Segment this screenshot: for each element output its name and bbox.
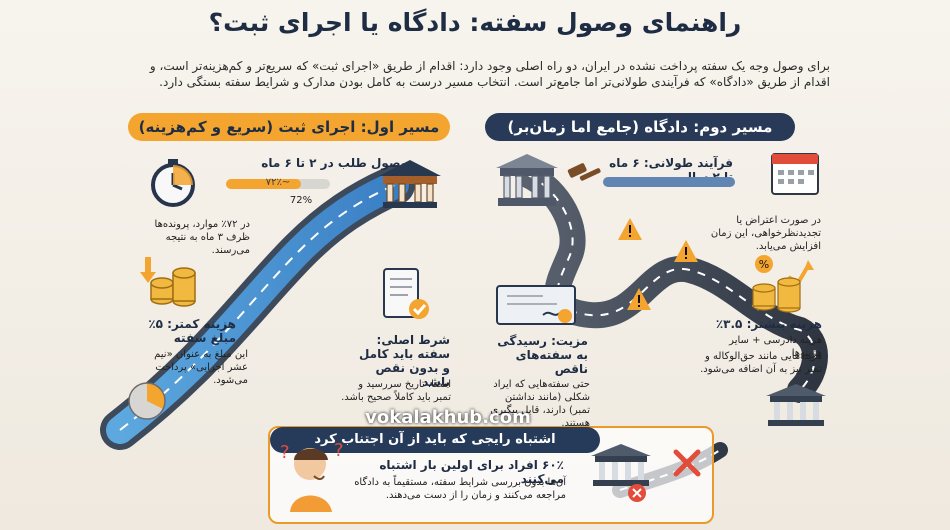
confused-person-icon: ? ? [274,436,346,516]
warning-note: آن‌ها بدون بررسی شرایط سفته، مستقیماً به… [354,477,566,501]
route-one-heading: مسیر اول: اجرای ثبت (سریع و کم‌هزینه) [128,113,450,141]
coins-icon [148,255,200,313]
route-two-cost-subtitle: هزینه دادرسی + سایر هزینه‌ها [729,335,822,359]
route-one-progress-text: 72% [289,195,313,206]
warning-title: ۶۰٪ افراد برای اولین بار اشتباه می‌کنند [379,458,564,486]
cancel-circle-icon [626,482,648,504]
warning-icon [616,216,644,244]
route-one-cost-note: این مبلغ به عنوان «نیم عشر اجرایی» پرداخ… [154,349,248,386]
route-one-time-label: وصول طلب در ۲ تا ۶ ماه [261,156,408,170]
route-two-time-note: در صورت اعتراض یا تجدیدنظرخواهی، این زما… [710,215,821,252]
court-building-icon-2 [760,382,832,432]
intro-paragraph: برای وصول وجه یک سفته پرداخت نشده در ایر… [149,59,830,89]
warning-icon-3 [625,286,653,314]
route-one-condition-note: امضا، تاریخ سررسید و تمبر باید کاملاً صح… [341,379,451,403]
warning-icon-2 [672,238,700,266]
route-one-progress-fill [226,179,301,189]
warning-heading: اشتباه رایجی که باید از آن اجتناب کرد [270,427,600,453]
route-one-progress-badge: ~۷۲٪ [265,177,291,188]
svg-text:%: % [759,258,769,271]
stopwatch-icon [146,155,200,209]
route-one-condition-title: شرط اصلی: سفته باید کامل و بدون نقص باشد [358,333,450,389]
growth-coins-icon: % [744,252,814,314]
route-two-advantage-note: حتی سفته‌هایی که ایراد شکلی (مانند نداشت… [490,379,590,429]
route-one-time-note: در ۷۲٪ موارد، پرونده‌ها ظرف ۳ ماه به نتی… [154,219,250,256]
route-two-advantage-title: مزیت: رسیدگی به سفته‌های ناقص [497,334,588,376]
page-title: راهنمای وصول سفته: دادگاه یا اجرای ثبت؟ [208,8,742,37]
document-check-icon [380,265,432,325]
court-building-icon-3 [585,442,657,492]
route-two-cost-title: هزینه بیشتر: ۳.۵٪ [715,317,822,331]
bank-building-icon [375,158,445,213]
svg-text:?: ? [334,440,344,461]
pie-chart-icon [126,380,168,422]
route-two-cost-note: هزینه‌هایی مانند حق‌الوکاله و تمبر نیز ب… [700,351,822,375]
court-building-icon [492,152,562,210]
route-two-heading: مسیر دوم: دادگاه (جامع اما زمان‌بر) [485,113,795,141]
route-one-cost-title: هزینه کمتر: ۵٪ مبلغ سفته [148,317,236,345]
svg-text:?: ? [280,442,290,463]
watermark-text: vokalakhub.com [365,407,531,428]
down-arrow-icon [138,255,158,285]
cheque-icon [495,282,580,330]
route-two-progress-fill [603,177,735,187]
cross-mark-icon [670,446,704,480]
calendar-icon [766,146,826,202]
gavel-icon [565,162,607,192]
